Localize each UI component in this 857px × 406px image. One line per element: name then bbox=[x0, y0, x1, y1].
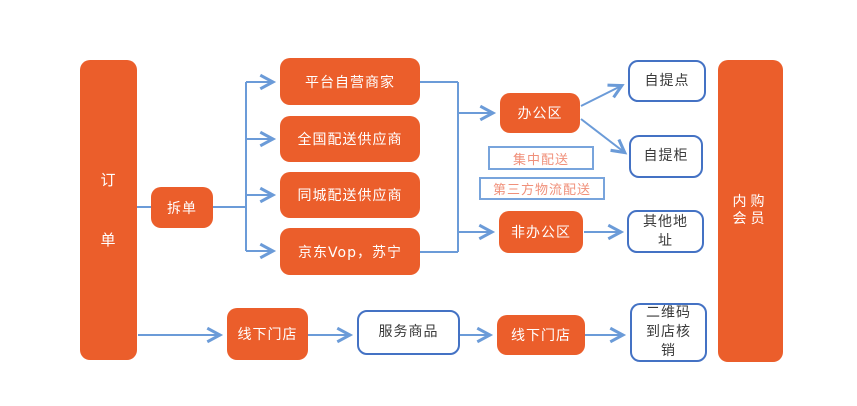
node-order-label: 订单 bbox=[100, 171, 117, 249]
node-qr-store-verification-label: 二维码到店核销 bbox=[646, 305, 691, 359]
node-other-address: 其他地址 bbox=[627, 210, 704, 253]
node-offline-store-2: 线下门店 bbox=[497, 315, 585, 355]
edge-label-third-party-logistics: 第三方物流配送 bbox=[479, 177, 605, 200]
edge-office-pickup-point bbox=[580, 83, 625, 107]
edge-label-centralized-delivery: 集中配送 bbox=[488, 146, 594, 170]
node-city-supplier: 同城配送供应商 bbox=[280, 172, 420, 218]
node-jd-vop-suning: 京东Vop，苏宁 bbox=[280, 228, 420, 275]
node-order: 订单 bbox=[80, 60, 137, 360]
node-offline-store-1: 线下门店 bbox=[227, 308, 308, 360]
edge-office-pickup-locker bbox=[580, 118, 628, 155]
node-platform-merchant: 平台自营商家 bbox=[280, 58, 420, 105]
node-service-goods: 服务商品 bbox=[357, 310, 460, 355]
node-qr-store-verification: 二维码到店核销 bbox=[630, 303, 707, 362]
node-internal-purchase-member-label: 内购会员 bbox=[732, 194, 769, 227]
node-pickup-point: 自提点 bbox=[628, 60, 706, 102]
node-pickup-locker: 自提柜 bbox=[629, 135, 703, 178]
node-other-address-label: 其他地址 bbox=[643, 213, 688, 249]
node-office-area: 办公区 bbox=[500, 93, 580, 133]
node-split-order: 拆单 bbox=[151, 187, 213, 228]
node-internal-purchase-member: 内购会员 bbox=[718, 60, 783, 362]
node-non-office-area: 非办公区 bbox=[499, 211, 583, 253]
node-national-supplier: 全国配送供应商 bbox=[280, 116, 420, 162]
